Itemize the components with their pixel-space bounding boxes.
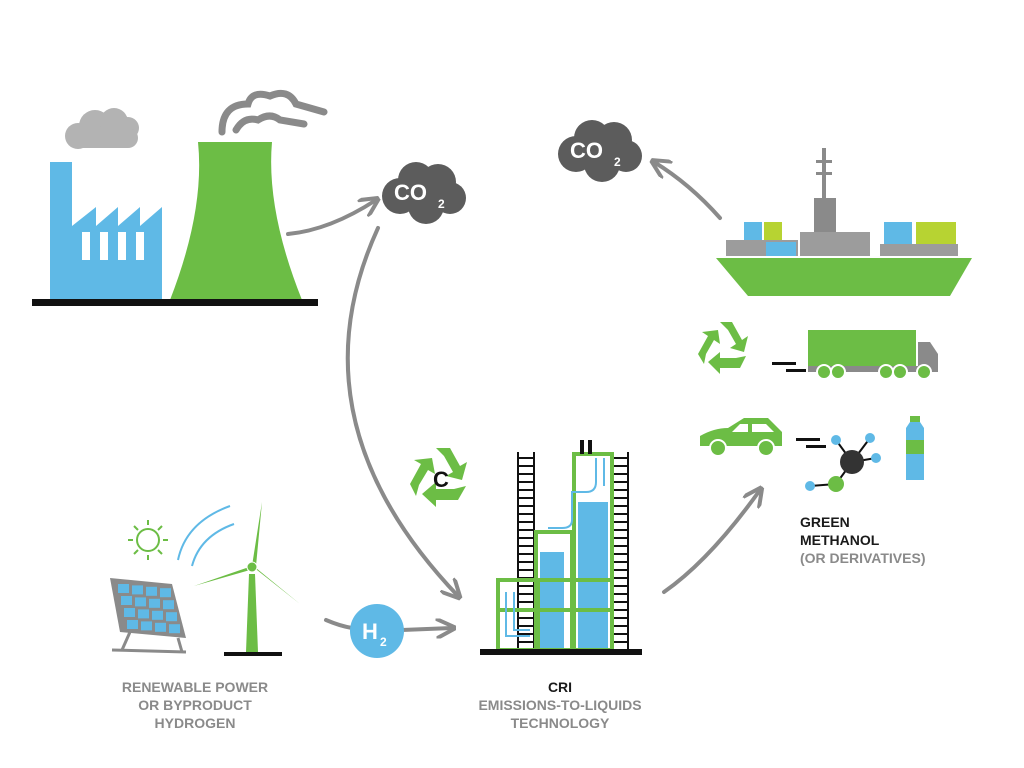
- solar-cell: [124, 608, 135, 617]
- equals-sign-truck: [772, 362, 806, 372]
- cooling-tower-icon: [170, 142, 302, 300]
- solar-cell: [169, 624, 180, 634]
- cri-label-line1: CRI: [547, 679, 573, 695]
- carbon-recycle-icon: C: [410, 448, 467, 507]
- solar-cell: [166, 612, 177, 622]
- wind-waves-icon: [177, 505, 235, 567]
- equals-sign-car: [796, 438, 826, 448]
- cri-label-line3: TECHNOLOGY: [510, 715, 610, 731]
- solar-cell: [149, 598, 160, 608]
- solar-cell: [160, 588, 171, 598]
- arrow-ship-to-co2: [654, 162, 722, 220]
- solar-cell: [127, 620, 138, 629]
- h2-circle-icon: H 2: [350, 604, 404, 658]
- car-icon: [700, 418, 782, 457]
- bottle-icon: [906, 416, 924, 480]
- flow-arrows: [286, 162, 760, 630]
- arrow-co2-to-cri: [345, 226, 458, 596]
- cri-label-line2: EMISSIONS-TO-LIQUIDS: [478, 697, 642, 713]
- co2-cloud-icon-ship: CO 2: [558, 120, 642, 182]
- solar-cell: [152, 610, 163, 620]
- industrial-plant-icon: [32, 89, 328, 306]
- truck-icon: [808, 330, 938, 380]
- solar-cell: [135, 597, 146, 607]
- co2-formula: CO: [394, 180, 427, 205]
- arrow-renewable-to-h2: [324, 618, 354, 630]
- h2-formula: H: [362, 619, 378, 644]
- co2-subscript: 2: [438, 197, 445, 211]
- methanol-molecule-icon: [805, 433, 881, 492]
- ladder-right: [611, 452, 629, 650]
- renewable-label-line3: HYDROGEN: [154, 715, 236, 731]
- green-methanol-label: GREEN METHANOL (OR DERIVATIVES): [800, 513, 1000, 567]
- recycle-icon: [698, 322, 748, 374]
- renewable-label-line2: OR BYPRODUCT: [138, 697, 252, 713]
- solar-cell: [132, 585, 143, 595]
- solar-cell: [121, 596, 132, 605]
- solar-panel-icon: [110, 578, 187, 654]
- sun-icon: [128, 520, 168, 560]
- methanol-label-line3: (OR DERIVATIVES): [800, 550, 926, 566]
- arrow-h2-to-cri: [400, 628, 452, 630]
- co2-cloud-icon: CO 2: [382, 162, 466, 224]
- h2-subscript: 2: [380, 635, 387, 649]
- cri-technology-label: CRI EMISSIONS-TO-LIQUIDS TECHNOLOGY: [450, 678, 670, 732]
- solar-cell: [118, 584, 129, 593]
- solar-cell: [138, 609, 149, 619]
- co2-formula: CO: [570, 138, 603, 163]
- factory-building-icon: [50, 162, 162, 300]
- steam-icon: [218, 89, 328, 136]
- renewable-label-line1: RENEWABLE POWER: [121, 679, 269, 695]
- co2-subscript: 2: [614, 155, 621, 169]
- smoke-cloud-icon: [65, 108, 139, 149]
- carbon-symbol: C: [433, 467, 449, 492]
- renewable-power-label: RENEWABLE POWER OR BYPRODUCT HYDROGEN: [90, 678, 300, 732]
- solar-cell: [141, 621, 152, 631]
- wind-turbine-icon: [194, 502, 300, 656]
- cargo-ship-icon: [716, 148, 972, 296]
- ladder-left: [517, 452, 535, 650]
- solar-cell: [155, 622, 166, 632]
- cri-plant-icon: [480, 440, 642, 655]
- arrow-cri-to-products: [662, 490, 760, 594]
- solar-cell: [163, 600, 174, 610]
- solar-cell: [146, 586, 157, 596]
- methanol-label-line1: GREEN: [800, 514, 850, 530]
- arrow-plant-to-co2: [286, 200, 376, 236]
- methanol-label-line2: METHANOL: [800, 532, 880, 548]
